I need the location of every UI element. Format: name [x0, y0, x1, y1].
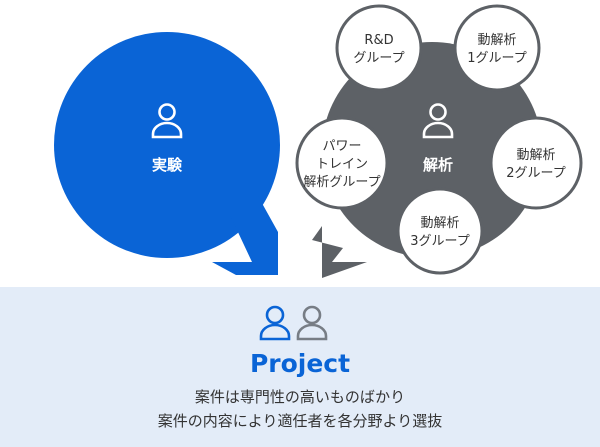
- project-section: Project 案件は専門性の高いものばかり 案件の内容により適任者を各分野より…: [158, 305, 442, 430]
- person-icon: [151, 103, 183, 139]
- group-circle: [396, 187, 484, 275]
- group-label-line: 動解析: [420, 216, 459, 231]
- group-label-line: トレイン: [316, 157, 368, 172]
- group-label-line: 解析グループ: [303, 175, 380, 190]
- group-dynamics-2: 動解析 2グループ: [489, 116, 583, 210]
- project-description-line-2: 案件の内容により適任者を各分野より選抜: [158, 412, 442, 430]
- analysis-arrow: [312, 226, 367, 278]
- group-label-line: パワー: [322, 139, 361, 154]
- project-description-line-1: 案件は専門性の高いものばかり: [195, 388, 405, 406]
- experiment-arrow: [212, 188, 278, 275]
- group-dynamics-1: 動解析 1グループ: [453, 4, 541, 92]
- experiment-label: 実験: [152, 156, 183, 174]
- team-icon: [259, 305, 328, 341]
- group-label-line: グループ: [353, 51, 404, 66]
- project-band: [0, 287, 600, 447]
- person-icon: [422, 103, 454, 139]
- group-rd: R&D グループ: [335, 4, 423, 92]
- analysis-node: 解析: [312, 42, 542, 278]
- group-label-line: 動解析: [477, 33, 516, 48]
- group-label-line: 動解析: [516, 148, 555, 163]
- group-dynamics-3: 動解析 3グループ: [396, 187, 484, 275]
- group-label-line: 3グループ: [410, 234, 470, 249]
- experiment-node: 実験: [54, 32, 280, 275]
- group-circle: [335, 4, 423, 92]
- analysis-label: 解析: [423, 156, 453, 174]
- group-label-line: 1グループ: [467, 51, 527, 66]
- analysis-blob: [322, 42, 542, 258]
- experiment-circle: [54, 32, 280, 258]
- group-label-line: 2グループ: [506, 166, 566, 181]
- group-circle: [295, 116, 389, 210]
- group-circle: [489, 116, 583, 210]
- group-label-line: R&D: [364, 33, 393, 48]
- analysis-groups: R&Dグループ動解析1グループパワートレイン解析グループ動解析2グループ動解析3…: [295, 4, 583, 275]
- group-circle: [453, 4, 541, 92]
- project-title: Project: [250, 349, 350, 378]
